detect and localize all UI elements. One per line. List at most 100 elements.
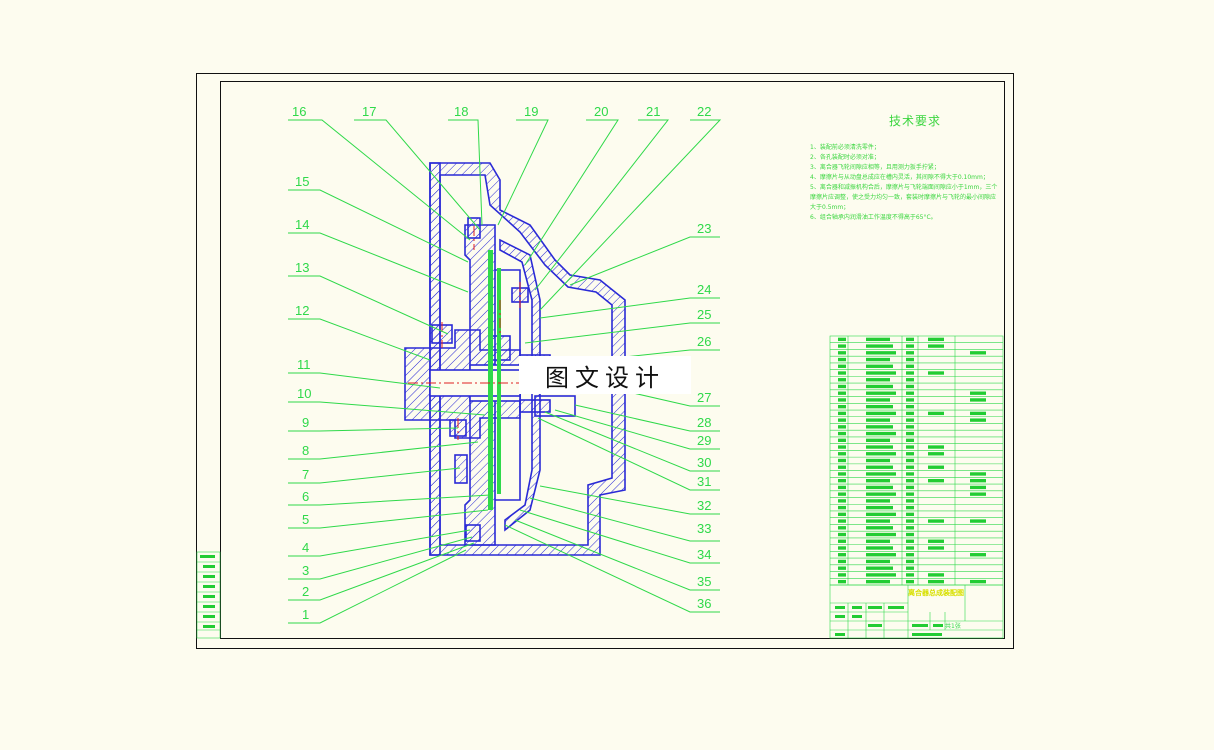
callout-23: 23 <box>697 221 711 236</box>
parts-cell-fill <box>866 566 893 570</box>
parts-list-table <box>829 335 1004 586</box>
parts-cell-fill <box>906 351 914 355</box>
requirement-item: 4、摩擦片与从动盘总成应在槽内灵活，其间隙不得大于0.10mm； <box>810 174 989 181</box>
callout-19: 19 <box>524 104 538 119</box>
parts-list-fills <box>838 337 986 584</box>
parts-cell-fill <box>906 526 914 530</box>
callout-10: 10 <box>297 386 311 401</box>
parts-cell-fill <box>866 519 890 523</box>
parts-cell-fill <box>838 344 846 348</box>
parts-cell-fill <box>970 519 986 523</box>
parts-cell-fill <box>906 458 914 463</box>
callout-12: 12 <box>295 303 309 318</box>
parts-cell-fill <box>906 357 914 362</box>
callout-20: 20 <box>594 104 608 119</box>
requirement-item: 3、离合器飞轮间隙应相等，且用测力扳手拧紧； <box>810 164 940 171</box>
parts-cell-fill <box>838 519 846 523</box>
parts-cell-fill <box>838 357 846 362</box>
parts-cell-fill <box>906 579 914 584</box>
parts-cell-fill <box>838 404 846 409</box>
callout-8: 8 <box>302 443 309 458</box>
parts-cell-fill <box>906 344 914 348</box>
parts-cell-fill <box>838 526 846 530</box>
parts-cell-fill <box>838 445 846 449</box>
parts-cell-fill <box>970 411 986 416</box>
parts-cell-fill <box>866 357 890 362</box>
callout-22: 22 <box>697 104 711 119</box>
parts-cell-fill <box>970 418 986 422</box>
parts-cell-fill <box>906 337 914 342</box>
title-block <box>829 584 1004 639</box>
parts-cell-fill <box>838 384 846 389</box>
parts-cell-fill <box>866 479 890 483</box>
title-block-fills <box>835 606 943 636</box>
parts-cell-fill <box>838 425 846 429</box>
parts-cell-fill <box>838 411 846 416</box>
parts-cell-fill <box>906 566 914 570</box>
outer-border <box>196 73 1014 649</box>
parts-cell-fill <box>970 485 986 490</box>
parts-cell-fill <box>838 479 846 483</box>
parts-cell-fill <box>906 485 914 490</box>
parts-cell-fill <box>866 398 890 402</box>
parts-cell-fill <box>838 559 846 564</box>
callout-5: 5 <box>302 512 309 527</box>
requirement-item: 5、离合器和减振机构合后，摩擦片与飞轮端面间隙应小于1mm，三个摩擦片应调整，使… <box>810 184 998 211</box>
sheet-count: 共1张 <box>945 623 961 630</box>
parts-cell-fill <box>906 492 914 496</box>
parts-cell-fill <box>928 344 944 348</box>
parts-cell-fill <box>838 364 846 368</box>
parts-cell-fill <box>906 546 914 550</box>
parts-cell-fill <box>866 526 893 530</box>
technical-requirements: 技术要求 1、装配前必须清洗零件； 2、各孔装配时必须对准； 3、离合器飞轮间隙… <box>810 112 1000 223</box>
inner-border <box>220 81 1005 639</box>
callout-28: 28 <box>697 415 711 430</box>
parts-cell-fill <box>906 384 914 389</box>
parts-cell-fill <box>866 458 890 463</box>
parts-cell-fill <box>928 546 944 550</box>
parts-cell-fill <box>928 579 944 584</box>
parts-cell-fill <box>838 485 846 490</box>
parts-cell-fill <box>866 465 893 469</box>
parts-cell-fill <box>906 438 914 442</box>
parts-cell-fill <box>838 505 846 510</box>
parts-cell-fill <box>838 351 846 355</box>
drawing-title: 离合器总成装配图 <box>908 589 964 597</box>
parts-cell-fill <box>866 579 890 584</box>
parts-cell-fill <box>838 573 846 577</box>
callout-2: 2 <box>302 584 309 599</box>
parts-cell-fill <box>866 485 893 490</box>
parts-cell-fill <box>906 512 914 517</box>
left-tag-block <box>196 551 221 639</box>
parts-cell-fill <box>838 337 846 342</box>
requirement-item: 1、装配前必须清洗零件； <box>810 144 880 151</box>
parts-cell-fill <box>906 431 914 436</box>
parts-cell-fill <box>838 512 846 517</box>
callout-34: 34 <box>697 547 711 562</box>
callout-13: 13 <box>295 260 309 275</box>
callout-29: 29 <box>697 433 711 448</box>
parts-cell-fill <box>906 559 914 564</box>
parts-cell-fill <box>906 573 914 577</box>
parts-cell-fill <box>838 579 846 584</box>
parts-cell-fill <box>928 411 944 416</box>
parts-cell-fill <box>906 378 914 382</box>
parts-cell-fill <box>866 425 893 429</box>
parts-cell-fill <box>866 371 896 375</box>
parts-cell-fill <box>866 559 890 564</box>
parts-cell-fill <box>838 532 846 537</box>
parts-cell-fill <box>906 499 914 503</box>
callout-6: 6 <box>302 489 309 504</box>
parts-cell-fill <box>866 404 893 409</box>
parts-cell-fill <box>866 512 896 517</box>
callout-30: 30 <box>697 455 711 470</box>
parts-cell-fill <box>906 539 914 543</box>
parts-cell-fill <box>838 499 846 503</box>
parts-cell-fill <box>838 546 846 550</box>
left-tag-fills <box>200 555 215 628</box>
parts-cell-fill <box>866 472 896 476</box>
parts-cell-fill <box>866 505 893 510</box>
callout-16: 16 <box>292 104 306 119</box>
parts-cell-fill <box>866 573 896 577</box>
parts-cell-fill <box>838 553 846 557</box>
